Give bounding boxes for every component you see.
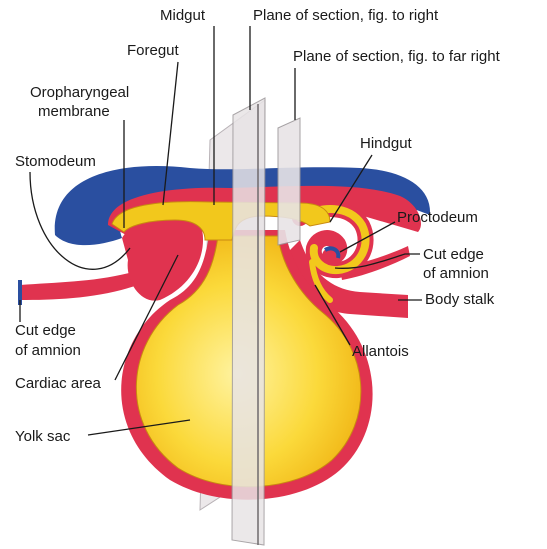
label-cardiac-area: Cardiac area bbox=[15, 375, 102, 392]
label-oropharyngeal-1: Oropharyngeal bbox=[30, 84, 129, 101]
section-plane-front bbox=[232, 98, 265, 545]
label-body-stalk: Body stalk bbox=[425, 291, 495, 308]
label-proctodeum: Proctodeum bbox=[397, 209, 478, 226]
label-oropharyngeal-2: membrane bbox=[38, 103, 110, 120]
label-midgut: Midgut bbox=[160, 7, 206, 24]
label-stomodeum: Stomodeum bbox=[15, 153, 96, 170]
label-plane-far-right: Plane of section, fig. to far right bbox=[293, 48, 501, 65]
label-hindgut: Hindgut bbox=[360, 135, 413, 152]
section-plane-far-right bbox=[278, 118, 300, 245]
label-allantois: Allantois bbox=[352, 343, 409, 360]
label-foregut: Foregut bbox=[127, 42, 180, 59]
label-cut-edge-right-1: Cut edge bbox=[423, 246, 484, 263]
label-cut-edge-left-1: Cut edge bbox=[15, 322, 76, 339]
label-plane-right: Plane of section, fig. to right bbox=[253, 7, 439, 24]
label-yolk-sac: Yolk sac bbox=[15, 428, 71, 445]
label-cut-edge-right-2: of amnion bbox=[423, 265, 489, 282]
label-cut-edge-left-2: of amnion bbox=[15, 342, 81, 359]
